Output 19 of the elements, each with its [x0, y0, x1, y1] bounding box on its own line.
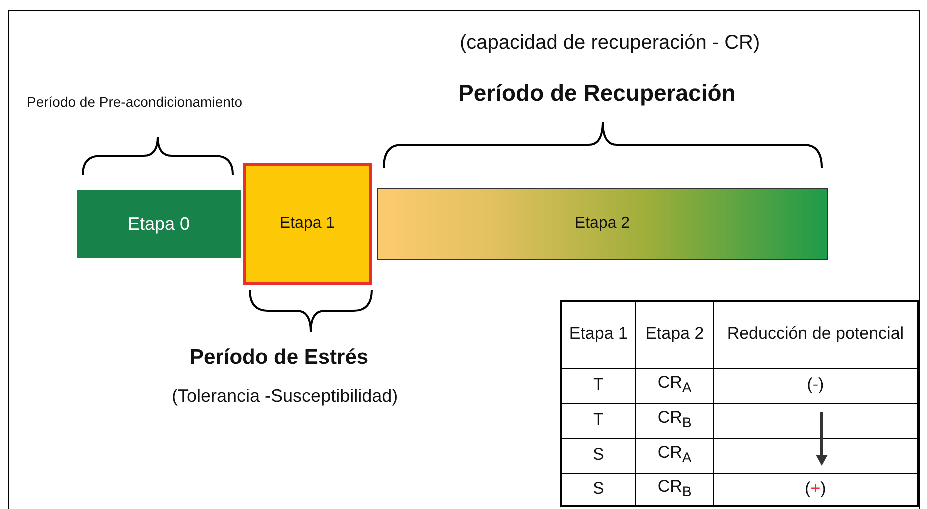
table-cell: T	[561, 403, 636, 438]
table-cell: CR$_{A}$	[636, 368, 714, 403]
table-cell: CR$_{A}$	[636, 438, 714, 473]
table-cell: CR$_{B}$	[636, 403, 714, 438]
column-header: Etapa 1	[561, 301, 636, 368]
stage-box	[77, 190, 241, 258]
table-cell: S	[561, 438, 636, 473]
period-heading: Período de Estrés	[190, 346, 369, 370]
stage-label: Etapa 0	[128, 214, 190, 234]
period-label: Período de Pre-acondicionamiento	[27, 94, 243, 110]
note-text: (Tolerancia -Susceptibilidad)	[172, 386, 398, 407]
period-heading: Período de Recuperación	[458, 80, 736, 107]
stage-bar	[377, 188, 828, 260]
stage-box	[243, 163, 372, 285]
column-header: Etapa 2	[636, 301, 714, 368]
table-cell: T	[561, 368, 636, 403]
stage-label: Etapa 2	[574, 215, 630, 233]
stage-label: Etapa 1	[280, 215, 336, 233]
subtitle-text: (capacidad de recuperación - CR)	[460, 32, 760, 55]
